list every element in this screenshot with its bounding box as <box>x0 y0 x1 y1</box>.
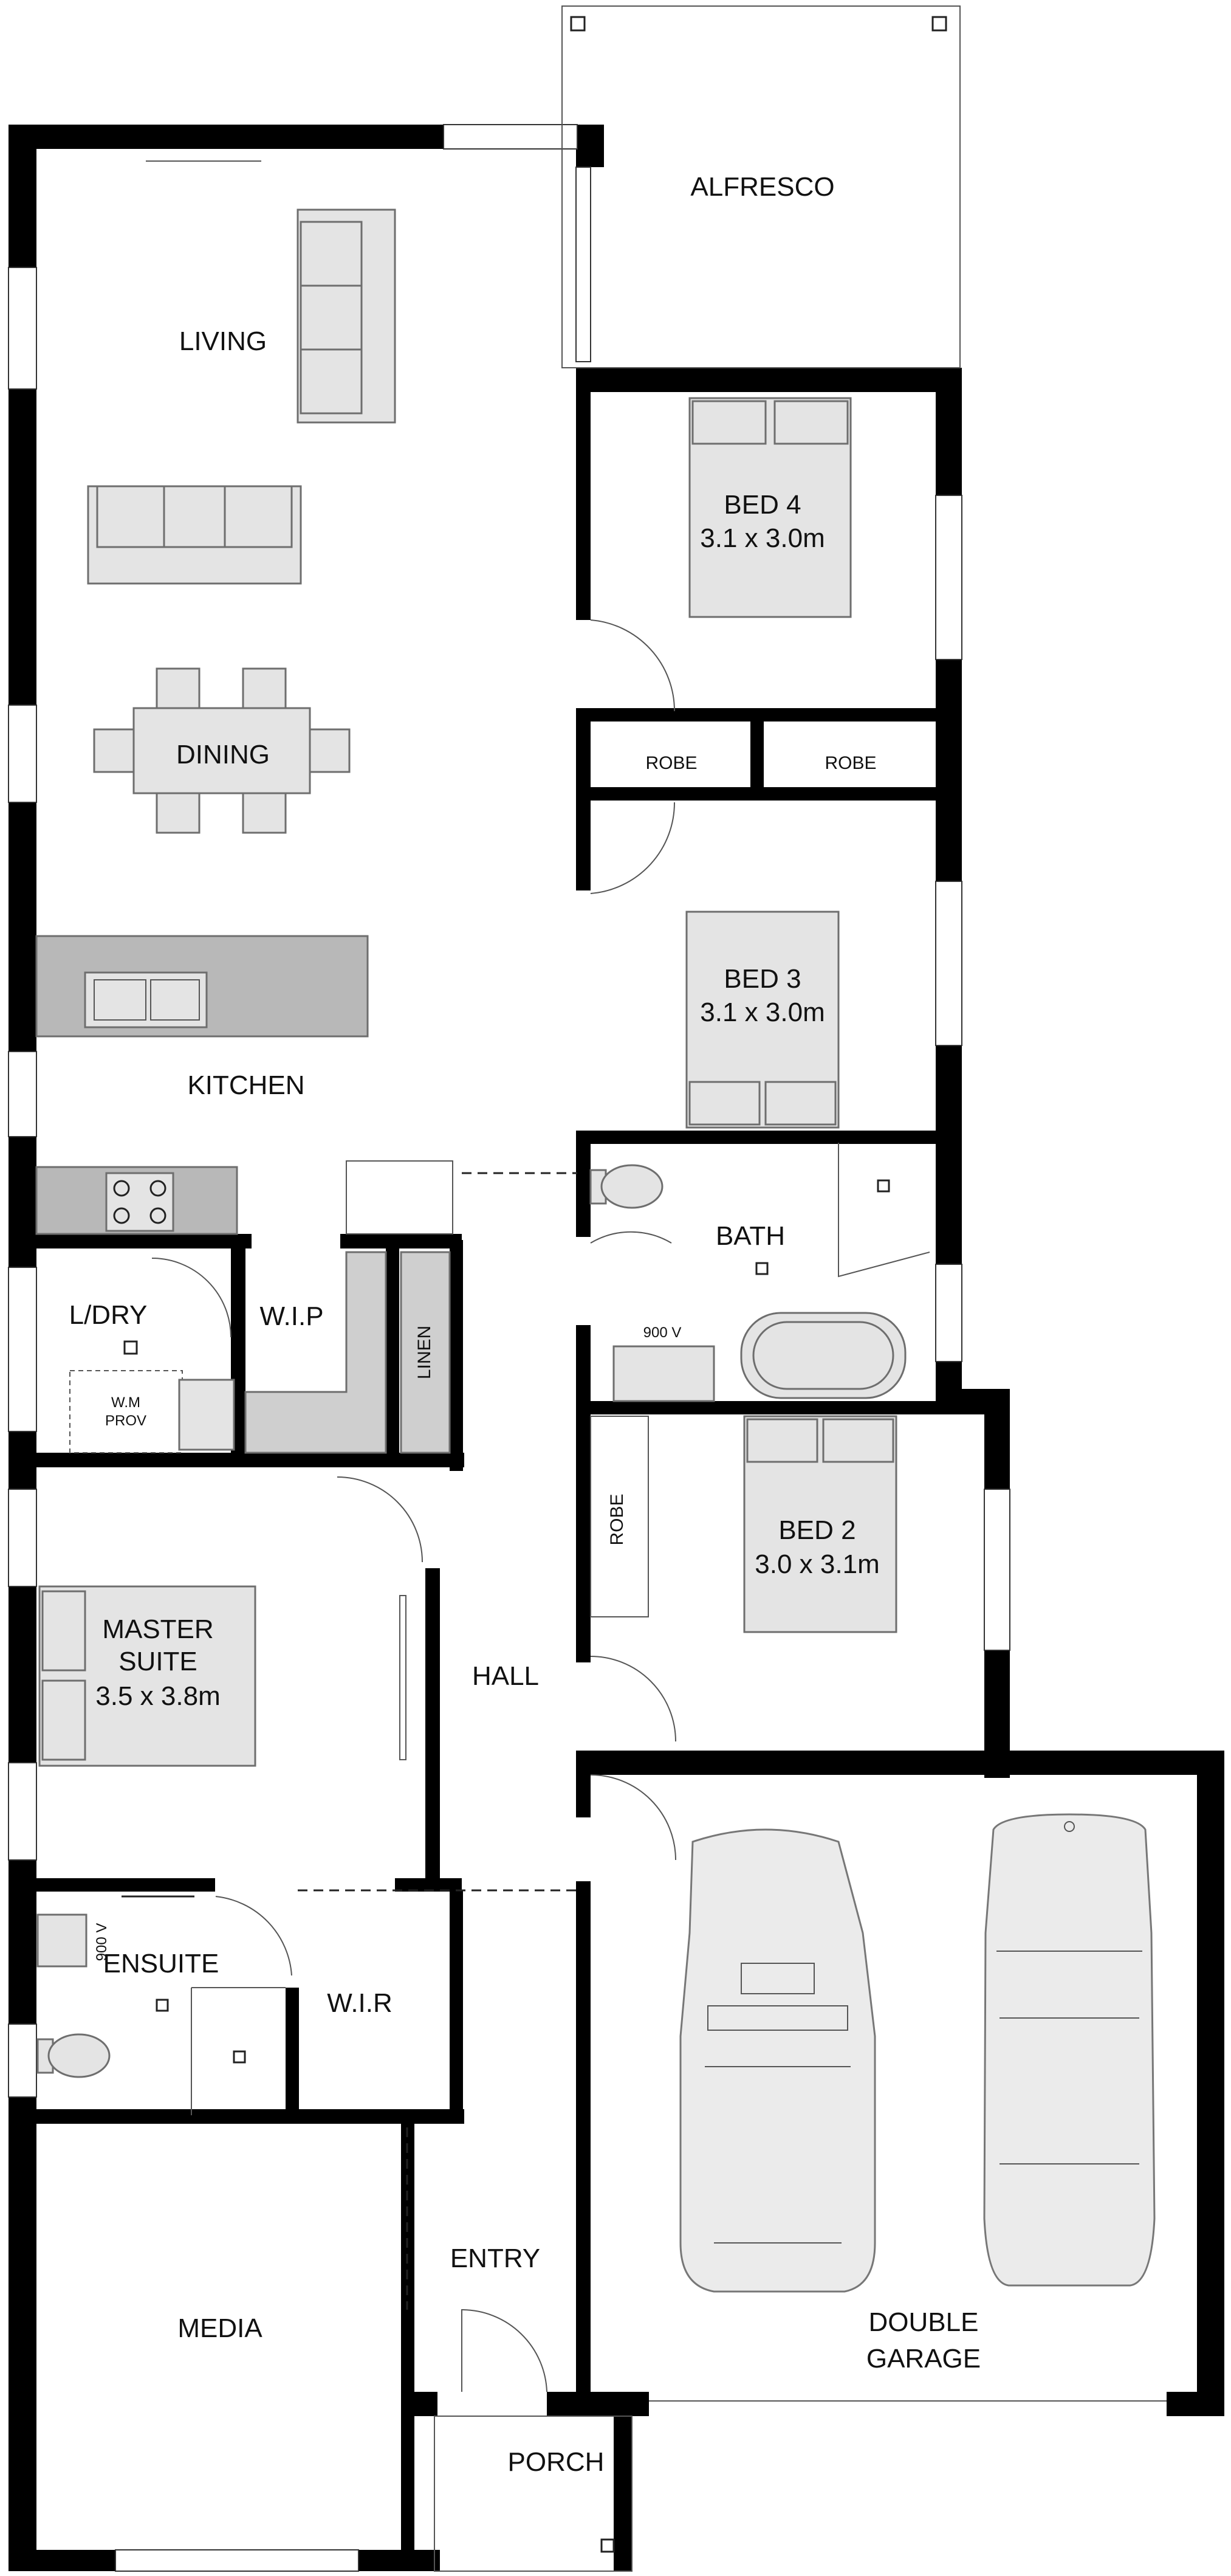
bed2-room: ROBE BED 2 3.0 x 3.1m <box>590 1415 897 1742</box>
toilet-icon <box>36 2033 111 2078</box>
bed-icon <box>743 1415 897 1633</box>
alfresco-area: ALFRESCO <box>561 5 961 368</box>
room-label-alfresco: ALFRESCO <box>690 172 834 202</box>
hall-area: HALL <box>298 1661 676 1892</box>
shower-screen <box>191 1987 286 2115</box>
room-label-garage-line2: GARAGE <box>866 2344 981 2374</box>
room-label-garage-line1: DOUBLE <box>869 2307 979 2337</box>
bed-icon <box>688 397 852 618</box>
room-label-living: LIVING <box>179 326 267 356</box>
door-swing-icon <box>337 1476 423 1563</box>
bed3-room: BED 3 3.1 x 3.0m <box>590 802 840 1129</box>
room-label-ensuite: ENSUITE <box>103 1949 219 1978</box>
entry-area: ENTRY <box>406 2127 547 2392</box>
shower-screen <box>838 1143 930 1278</box>
bathtub-icon <box>740 1312 907 1399</box>
porch-area: PORCH <box>434 2416 633 2572</box>
room-size-bed2: 3.0 x 3.1m <box>755 1549 879 1579</box>
room-label-media: MEDIA <box>177 2313 262 2343</box>
vanity-icon <box>612 1345 715 1402</box>
fridge-space <box>346 1160 453 1235</box>
robe-label-a: ROBE <box>645 753 697 773</box>
ensuite-vanity-label: 900 V <box>94 1923 110 1961</box>
master-suite-room: MASTER SUITE 3.5 x 3.8m <box>38 1476 423 1767</box>
toilet-icon <box>589 1164 664 1209</box>
room-size-bed4: 3.1 x 3.0m <box>700 523 825 553</box>
living-area: LIVING <box>87 160 396 585</box>
vanity-icon <box>36 1913 87 1968</box>
robe-label-b: ROBE <box>825 753 876 773</box>
room-label-wir: W.I.R <box>327 1988 393 2018</box>
windows <box>8 124 1010 2572</box>
bath-room: BATH 900 V <box>589 1143 930 1402</box>
car-icon <box>679 1828 876 2293</box>
room-label-wip: W.I.P <box>259 1301 323 1331</box>
bed-icon <box>685 911 840 1129</box>
room-label-bed4: BED 4 <box>724 490 801 520</box>
room-label-bed3: BED 3 <box>724 964 801 994</box>
door-swing-icon <box>590 802 676 894</box>
door-swing-icon <box>461 2309 547 2392</box>
trough-icon <box>178 1379 235 1451</box>
wm-label-line1: W.M <box>111 1394 140 1411</box>
room-label-kitchen: KITCHEN <box>187 1070 304 1100</box>
room-label-hall: HALL <box>472 1661 539 1691</box>
garage-area: DOUBLE GARAGE <box>649 1813 1167 2402</box>
kitchen-area: KITCHEN <box>35 935 577 1235</box>
ensuite-room: 900 V ENSUITE W.I.R <box>36 1895 393 2115</box>
post-icon <box>570 16 586 32</box>
bath-vanity-label: 900 V <box>643 1324 682 1341</box>
door-swing-icon <box>215 1896 292 1976</box>
cooktop-icon <box>105 1172 174 1232</box>
sofa-icon <box>297 208 396 424</box>
post-icon <box>600 2538 615 2553</box>
room-size-master: 3.5 x 3.8m <box>95 1681 220 1711</box>
post-icon <box>931 16 947 32</box>
room-label-bath: BATH <box>716 1221 785 1251</box>
door-swing-icon <box>590 1656 676 1742</box>
room-label-linen: LINEN <box>414 1326 434 1379</box>
dining-area: DINING <box>93 667 351 834</box>
robe-label-bed2: ROBE <box>607 1493 627 1545</box>
room-label-bed2: BED 2 <box>778 1515 856 1545</box>
laundry-area: L/DRY W.M PROV W.I.P LINEN <box>69 1251 451 1454</box>
room-size-bed3: 3.1 x 3.0m <box>700 997 825 1027</box>
room-label-master-line1: MASTER <box>102 1614 213 1644</box>
door-swing-icon <box>590 1774 676 1861</box>
room-label-entry: ENTRY <box>450 2244 540 2273</box>
car-icon <box>983 1813 1156 2287</box>
dining-table-icon <box>93 667 351 834</box>
bed-icon <box>38 1585 256 1767</box>
sofa-icon <box>87 485 302 585</box>
wm-label-line2: PROV <box>105 1413 146 1429</box>
door-swing-icon <box>590 1231 672 1244</box>
media-room: MEDIA <box>177 2313 262 2343</box>
room-label-dining: DINING <box>176 740 270 770</box>
room-label-master-line2: SUITE <box>118 1647 197 1676</box>
door-swing-icon <box>590 619 676 712</box>
room-label-porch: PORCH <box>508 2447 605 2477</box>
room-label-laundry: L/DRY <box>69 1300 148 1330</box>
kitchen-sink-icon <box>84 971 208 1028</box>
bed4-room: BED 4 3.1 x 3.0m ROBE ROBE <box>590 397 877 773</box>
door-swing-icon <box>151 1258 231 1338</box>
